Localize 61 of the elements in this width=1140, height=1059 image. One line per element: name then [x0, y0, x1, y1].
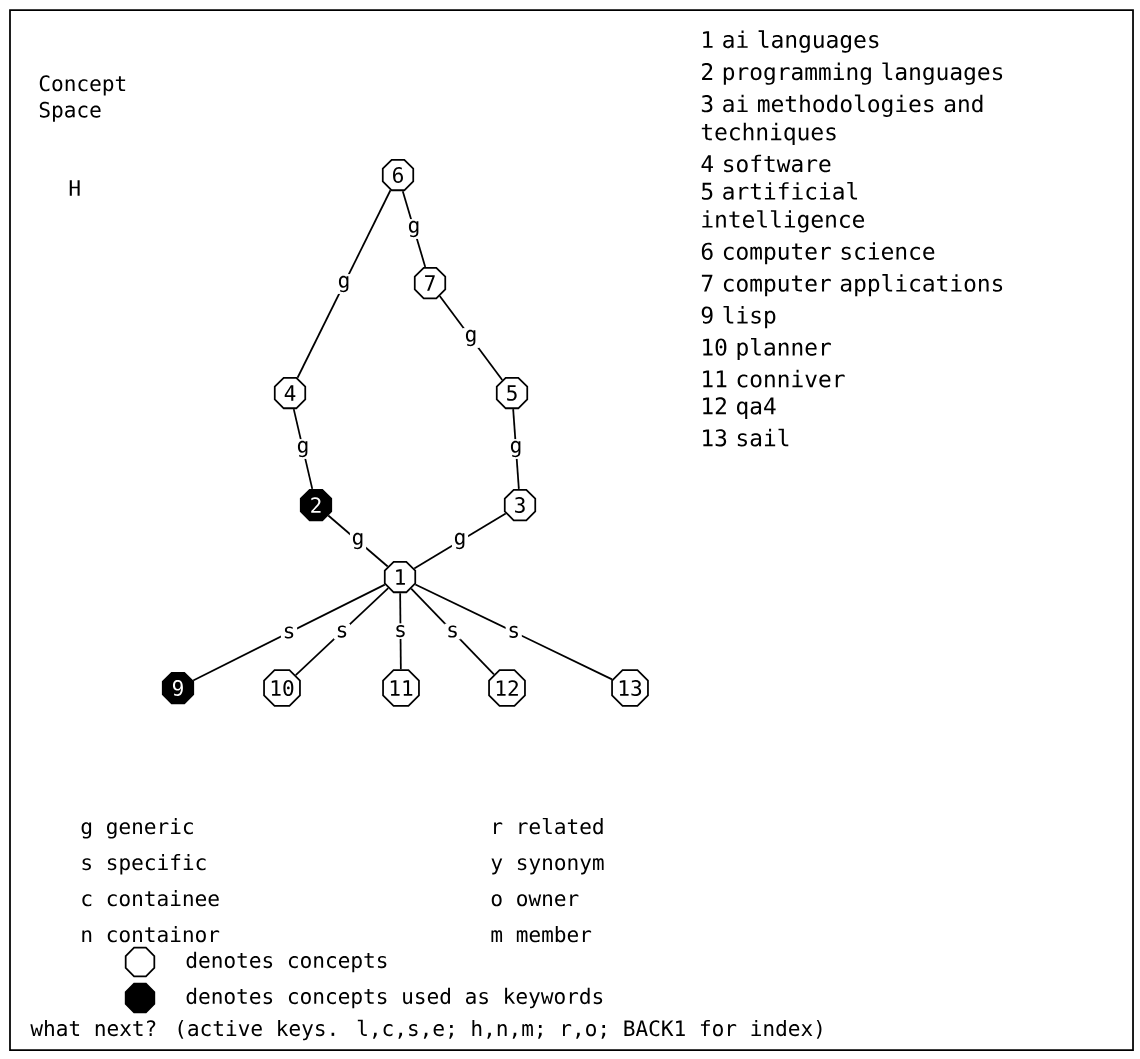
connector-line	[296, 189, 392, 379]
index-entry: 10 planner	[703, 337, 831, 361]
edge-label: s	[505, 624, 522, 640]
legend-entry: s specific	[82, 854, 206, 875]
edge-label: g	[507, 439, 525, 459]
connector-line	[399, 592, 402, 671]
edge-label: s	[392, 623, 409, 639]
connector-line	[438, 295, 504, 381]
concept-octagon: 12	[488, 669, 526, 707]
connector-line	[401, 190, 427, 268]
edge-label: g	[294, 439, 312, 459]
index-entry: 6 computer science	[701, 242, 935, 265]
index-entry: 7 computer applications	[701, 274, 1003, 297]
keyword-octagon: 9	[161, 671, 195, 705]
edge-label: s	[333, 623, 351, 640]
index-entry: 9 lisp	[701, 306, 776, 329]
connector-line	[512, 408, 520, 490]
index-entry: 5 artificial intelligence	[701, 182, 865, 233]
concept-octagon: 6	[381, 158, 415, 192]
legend-entry: denotes concepts used as keywords	[186, 987, 603, 1009]
connector-line	[413, 512, 507, 570]
concept-octagon: 13	[611, 669, 649, 707]
index-entry: 11 conniver	[703, 369, 845, 388]
index-entry: 1 ai languages	[703, 30, 879, 53]
edge-label: g	[335, 274, 353, 294]
legend-entry: r related	[494, 817, 603, 835]
edge-label: g	[405, 219, 423, 239]
edge-label: s	[280, 624, 298, 641]
screen-title: Concept Space	[39, 75, 126, 122]
concept-octagon: 7	[413, 266, 447, 300]
index-entry: 2 programming languages	[702, 62, 1003, 85]
legend-entry: y synonym	[491, 858, 604, 875]
keyword-octagon: 2	[299, 488, 333, 522]
connector-line	[192, 583, 386, 682]
index-entry: 13 sail	[703, 428, 789, 447]
edge-label: g	[451, 531, 469, 551]
concept-octagon: 11	[382, 669, 420, 707]
connector-line	[410, 587, 495, 676]
legend-entry: o owner	[491, 894, 579, 907]
edge-label: s	[444, 623, 461, 640]
legend-entry: c containee	[82, 890, 219, 907]
legend-entry: n containor	[82, 926, 220, 943]
connector-line	[327, 514, 389, 568]
edge-label: g	[462, 328, 480, 348]
legend-entry: m member	[491, 926, 592, 943]
index-entry: 4 software	[701, 154, 831, 173]
edge-label: g	[349, 531, 367, 551]
connector-line	[414, 583, 613, 681]
legend-entry: denotes concepts	[186, 951, 387, 973]
legend-entry: g generic	[81, 818, 193, 839]
connector-line	[294, 587, 390, 676]
mode-letter: H	[69, 180, 80, 196]
command-prompt: what next? (active keys. l,c,s,e; h,n,m; r,o; BACK1 for index)	[30, 1019, 822, 1041]
index-entry: 3 ai methodologies and techniques	[701, 94, 983, 145]
concept-octagon: 5	[495, 376, 529, 410]
concept-octagon: 10	[263, 669, 301, 707]
index-entry: 12 qa4	[703, 397, 776, 419]
concept-octagon: 1	[383, 560, 417, 594]
connector-line	[292, 408, 314, 490]
concept-octagon: 3	[503, 488, 537, 522]
concept-octagon: 4	[273, 376, 307, 410]
